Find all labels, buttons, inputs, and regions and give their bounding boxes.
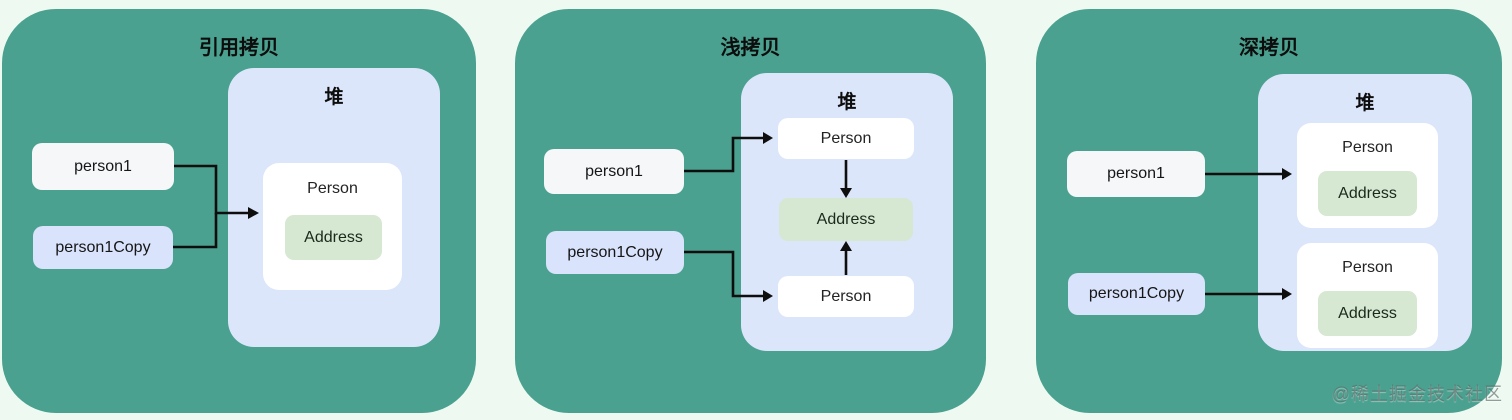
heap-object-person-bottom: Person Address [1297,243,1438,348]
stack-var-person1copy: person1Copy [1068,273,1205,315]
panel-reference-copy: 引用拷贝 person1 person1Copy 堆 Person Addres… [2,9,476,413]
heap-object-person-label: Person [1342,259,1393,276]
heap-container: 堆 Person Address [228,68,440,347]
watermark-juejin: @稀土掘金技术社区 [1331,384,1503,404]
stack-var-person1copy: person1Copy [546,231,684,274]
panel-title: 引用拷贝 [199,37,279,59]
stack-var-person1: person1 [1067,151,1205,197]
stack-var-person1copy: person1Copy [33,226,173,269]
heap-object-person-bottom: Person [778,276,914,317]
heap-object-address: Address [779,198,913,241]
panel-title: 浅拷贝 [720,37,781,59]
heap-object-address: Address [285,215,382,260]
panel-shallow-copy: 浅拷贝 person1 person1Copy 堆 Person Address… [515,9,986,413]
heap-object-person: Person Address [263,163,402,290]
heap-title: 堆 [1355,93,1375,114]
heap-object-address: Address [1318,171,1417,216]
stack-var-person1: person1 [544,149,684,194]
heap-object-person-top: Person Address [1297,123,1438,228]
heap-object-person-label: Person [1342,139,1393,156]
heap-container: 堆 Person Address Person Address [1258,74,1472,351]
heap-object-person-top: Person [778,118,914,159]
heap-title: 堆 [837,92,857,113]
stack-var-person1: person1 [32,143,174,190]
heap-title: 堆 [324,87,344,108]
arrow-person1copy-to-heap [173,213,218,249]
heap-container: 堆 Person Address Person [741,73,953,351]
heap-object-address: Address [1318,291,1417,336]
panel-title: 深拷贝 [1239,37,1299,59]
heap-object-person-label: Person [307,180,358,197]
panel-deep-copy: 深拷贝 person1 person1Copy 堆 Person Address… [1036,9,1502,413]
